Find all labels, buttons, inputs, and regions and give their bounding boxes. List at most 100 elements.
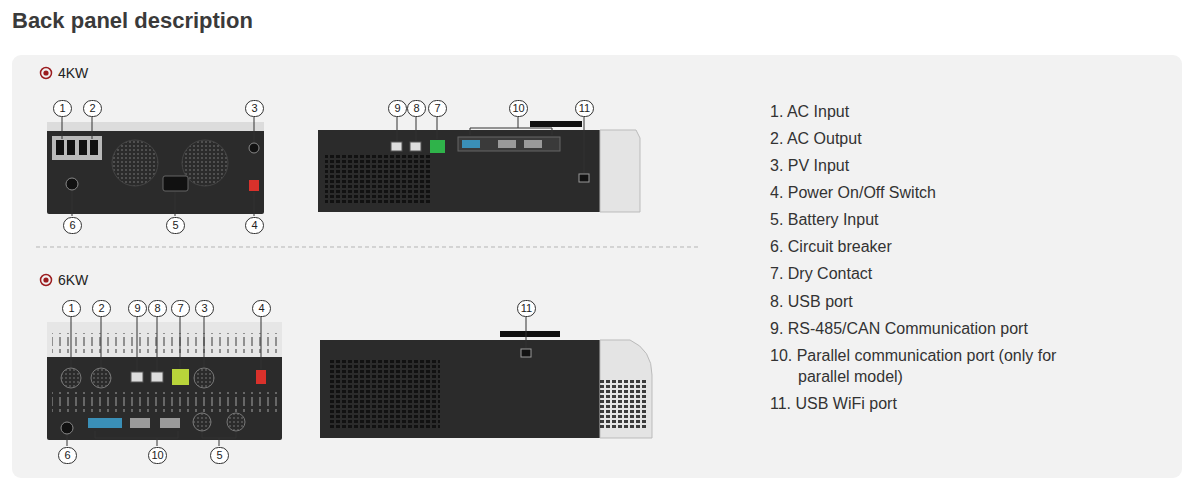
leader-line bbox=[526, 317, 527, 348]
callout-number: 4 bbox=[245, 217, 264, 234]
parallel-board bbox=[458, 137, 560, 151]
leader-line bbox=[157, 317, 158, 371]
leader-line bbox=[219, 438, 220, 446]
terminal-block bbox=[52, 136, 102, 160]
leader-line bbox=[67, 435, 68, 446]
rj45-port bbox=[391, 142, 402, 151]
leader-line bbox=[180, 317, 181, 368]
leader-line bbox=[584, 117, 585, 173]
parallel-port bbox=[462, 140, 480, 148]
rj45-port bbox=[131, 372, 143, 382]
parallel-port bbox=[160, 418, 180, 428]
callout-number: 1 bbox=[62, 300, 81, 317]
callout-number: 6 bbox=[58, 447, 77, 464]
section-bullet bbox=[41, 68, 52, 79]
callout-number: 7 bbox=[171, 300, 190, 317]
callout-number: 11 bbox=[575, 100, 594, 117]
callout-number: 3 bbox=[195, 300, 214, 317]
inverter-back bbox=[47, 122, 264, 214]
fan-grill bbox=[182, 140, 228, 186]
pv-input bbox=[249, 143, 259, 153]
separator bbox=[36, 247, 700, 248]
leader-line bbox=[254, 117, 255, 142]
legend-item: 4. Power On/Off Switch bbox=[770, 182, 1198, 203]
battery-terminal bbox=[163, 176, 188, 191]
callout-number: 7 bbox=[428, 100, 447, 117]
leader-line bbox=[62, 117, 63, 139]
callout-number: 5 bbox=[210, 447, 229, 464]
wifi-usb bbox=[579, 174, 589, 182]
section-label: 6KW bbox=[58, 272, 88, 288]
leader-line bbox=[71, 317, 72, 367]
legend-item: 8. USB port bbox=[770, 291, 1198, 312]
callout-number: 10 bbox=[509, 100, 528, 117]
ac-input bbox=[61, 368, 81, 388]
wifi-usb bbox=[521, 349, 531, 357]
callout-number: 8 bbox=[148, 300, 167, 317]
leader-lines bbox=[67, 317, 261, 446]
leader-line bbox=[518, 117, 519, 128]
top-vent bbox=[52, 333, 277, 353]
leader-line bbox=[157, 438, 158, 446]
side-vent bbox=[325, 155, 430, 205]
front-face bbox=[600, 130, 640, 212]
callout-number: 6 bbox=[63, 217, 82, 234]
leader-line bbox=[101, 317, 102, 367]
leader-lines bbox=[62, 117, 254, 216]
usb-port bbox=[410, 142, 421, 151]
section-bullet bbox=[41, 275, 52, 286]
usb-port bbox=[151, 372, 163, 382]
bracket bbox=[470, 128, 552, 135]
parallel-port bbox=[524, 140, 542, 148]
legend-item: 11. USB WiFi port bbox=[770, 393, 1198, 414]
inverter-top bbox=[47, 322, 282, 357]
pv-input bbox=[194, 368, 214, 388]
callout-number: 10 bbox=[148, 447, 167, 464]
legend-item: 9. RS-485/CAN Communication port bbox=[770, 318, 1198, 339]
callout-number: 5 bbox=[166, 217, 185, 234]
terminal bbox=[67, 140, 75, 155]
callout-number: 8 bbox=[407, 100, 426, 117]
handle bbox=[500, 331, 560, 337]
legend-item: 7. Dry Contact bbox=[770, 263, 1198, 284]
dry-contact bbox=[430, 140, 445, 153]
leader-line bbox=[175, 192, 176, 216]
leader-line bbox=[204, 317, 205, 367]
circuit-breaker bbox=[66, 178, 78, 190]
inverter-side bbox=[318, 130, 608, 212]
callout-number: 2 bbox=[83, 100, 102, 117]
legend-item: 5. Battery Input bbox=[770, 209, 1198, 230]
leader-lines bbox=[397, 117, 584, 173]
page-title: Back panel description bbox=[12, 8, 253, 34]
legend-item: 1. AC Input bbox=[770, 101, 1198, 122]
callout-number: 3 bbox=[245, 100, 264, 117]
fan-grill bbox=[112, 140, 158, 186]
front-vent bbox=[598, 380, 648, 430]
callout-number: 2 bbox=[92, 300, 111, 317]
section-bullet bbox=[43, 70, 48, 75]
callout-number: 4 bbox=[252, 300, 271, 317]
bracket bbox=[202, 432, 236, 438]
power-switch bbox=[256, 370, 266, 384]
terminal bbox=[79, 140, 87, 155]
parallel-port bbox=[88, 418, 122, 428]
parallel-port bbox=[130, 418, 150, 428]
battery-terminal bbox=[193, 413, 211, 431]
legend-item: 10. Parallel communication port (only fo… bbox=[770, 345, 1060, 387]
legend-item: 3. PV Input bbox=[770, 155, 1198, 176]
rear-vent bbox=[52, 392, 277, 412]
ac-output bbox=[91, 368, 111, 388]
leader-line bbox=[72, 191, 73, 216]
section-bullet bbox=[43, 277, 48, 282]
callout-number: 9 bbox=[128, 300, 147, 317]
inverter-back bbox=[47, 322, 282, 440]
leader-line bbox=[92, 117, 93, 139]
dry-contact bbox=[172, 369, 189, 385]
power-switch bbox=[249, 180, 259, 191]
leader-line bbox=[397, 117, 398, 141]
callout-number: 1 bbox=[53, 100, 72, 117]
section-label: 4KW bbox=[58, 65, 88, 81]
